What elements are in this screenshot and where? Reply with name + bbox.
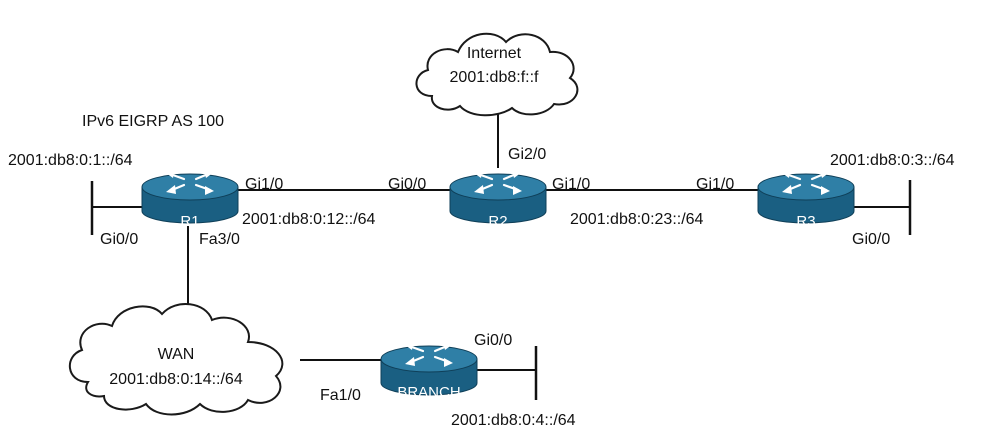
- interface-label-r1-gi0-0: Gi0/0: [100, 231, 138, 248]
- router-r2-label: R2: [488, 213, 507, 230]
- interface-label-r3-gi1-0: Gi1/0: [696, 176, 734, 193]
- network-label-r2-r3: 2001:db8:0:23::/64: [570, 211, 704, 228]
- eigrp-as-title: IPv6 EIGRP AS 100: [82, 113, 224, 130]
- wan-cloud-name: WAN: [158, 346, 195, 363]
- internet-cloud-name: Internet: [467, 45, 522, 62]
- network-label-branch-lan: 2001:db8:0:4::/64: [451, 412, 576, 429]
- interface-label-branch-fa1-0: Fa1/0: [320, 387, 361, 404]
- router-branch-label: BRANCH: [397, 384, 460, 401]
- network-label-r3-lan: 2001:db8:0:3::/64: [830, 152, 955, 169]
- internet-cloud: [415, 32, 579, 117]
- interface-label-r2-gi0-0: Gi0/0: [388, 176, 426, 193]
- router-r2[interactable]: [449, 167, 547, 224]
- internet-cloud-address: 2001:db8:f::f: [450, 69, 540, 86]
- wan-cloud-address: 2001:db8:0:14::/64: [109, 371, 243, 388]
- interface-label-r1-gi1-0: Gi1/0: [245, 176, 283, 193]
- network-label-r1-lan: 2001:db8:0:1::/64: [8, 152, 133, 169]
- interface-label-r3-gi0-0: Gi0/0: [852, 231, 890, 248]
- router-r3-label: R3: [796, 213, 815, 230]
- router-branch[interactable]: [380, 339, 478, 396]
- interface-label-r2-gi2-0: Gi2/0: [508, 146, 546, 163]
- interface-label-r2-gi1-0: Gi1/0: [552, 176, 590, 193]
- router-r1-label: R1: [180, 213, 199, 230]
- router-r3[interactable]: [757, 167, 855, 224]
- interface-label-branch-gi0-0: Gi0/0: [474, 332, 512, 349]
- router-r1[interactable]: [141, 167, 239, 224]
- network-label-r1-r2: 2001:db8:0:12::/64: [242, 211, 376, 228]
- wan-cloud: [68, 302, 284, 416]
- interface-label-r1-fa3-0: Fa3/0: [199, 231, 240, 248]
